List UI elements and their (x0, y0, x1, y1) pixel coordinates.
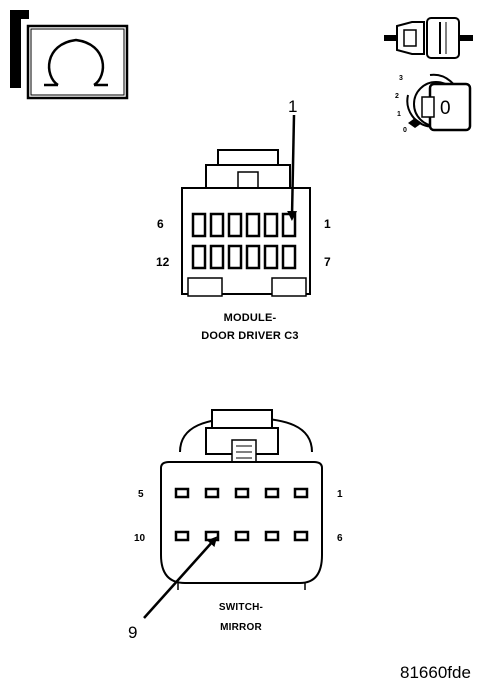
ignition-key-icon: 3 2 1 0 0 (395, 73, 472, 134)
door-driver-c3-connector: 6 1 12 7 1 (156, 97, 331, 297)
mirror-callout-arrow (143, 536, 218, 619)
c3-caption-line1: MODULE- (223, 312, 277, 324)
c3-callout-number: 1 (288, 97, 297, 116)
figure-id: 81660fde (400, 663, 471, 682)
mirror-pin-label-6: 6 (337, 533, 343, 544)
mirror-callout-number: 9 (128, 623, 137, 642)
connector-plug-icon (384, 17, 473, 59)
ignition-pos-0: 0 (403, 127, 407, 134)
mirror-pin-label-10: 10 (134, 533, 146, 544)
c3-cavities (191, 212, 297, 270)
ohm-symbol-icon (10, 10, 129, 100)
ignition-key-position: 0 (440, 98, 451, 119)
mirror-pin-label-5: 5 (138, 489, 144, 500)
mirror-switch-cavities (174, 487, 309, 542)
c3-caption-line2: DOOR DRIVER C3 (201, 330, 299, 342)
mirror-pin-label-1: 1 (337, 489, 343, 500)
ignition-pos-3: 3 (399, 75, 403, 82)
mirror-switch-connector: 5 1 10 6 9 (128, 409, 343, 642)
c3-pin-label-1: 1 (324, 217, 331, 231)
ignition-pos-1: 1 (397, 111, 401, 118)
mirror-caption-line2: MIRROR (220, 622, 262, 633)
c3-pin-label-12: 12 (156, 255, 170, 269)
c3-pin-label-6: 6 (157, 217, 164, 231)
mirror-caption-line1: SWITCH- (218, 602, 264, 613)
ignition-pos-2: 2 (395, 93, 399, 100)
c3-pin-label-7: 7 (324, 255, 331, 269)
c3-callout-arrow (287, 114, 298, 221)
